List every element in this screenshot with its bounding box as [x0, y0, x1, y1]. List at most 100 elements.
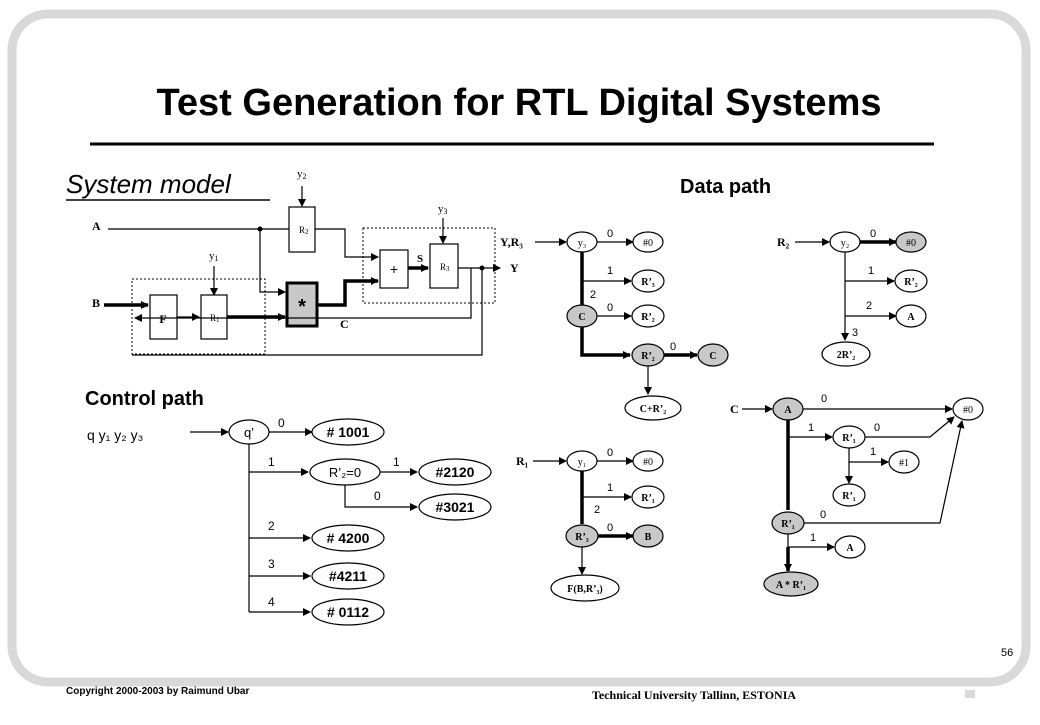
graph-c-edge-0b: 0 — [874, 422, 880, 434]
register-r1 — [200, 294, 228, 340]
graph-r2-edge-2: 2 — [866, 300, 872, 312]
graph-y3-edge-0: 0 — [607, 228, 613, 240]
graph-c-term-0-label: #0 — [963, 405, 973, 416]
university-text: Technical University Tallinn, ESTONIA — [592, 688, 796, 702]
edge-q-0: 0 — [278, 416, 285, 430]
graph-y3-cplus — [624, 395, 682, 421]
terminal-4200 — [311, 524, 385, 552]
graph-c-term-0 — [952, 397, 984, 421]
graph-r2-term-0 — [895, 231, 927, 253]
register-r2 — [288, 206, 316, 253]
data-path-heading: Data path — [680, 176, 771, 198]
terminal-3021 — [418, 493, 492, 521]
graph-r1-term-0 — [632, 450, 664, 472]
node-r2-zero-label: R’₂=0 — [329, 465, 361, 480]
graph-r2-a-label: A — [907, 312, 915, 323]
graph-c-edge-1: 1 — [808, 422, 814, 434]
graph-r1-edge-2: 2 — [594, 504, 600, 516]
graph-y3-edge-0c: 0 — [670, 341, 676, 353]
graph-c-ar1 — [763, 571, 819, 597]
graph-r2-edge-0: 0 — [870, 228, 876, 240]
input-b-label: B — [92, 296, 100, 310]
graph-y3-edge-0b: 0 — [607, 302, 613, 314]
page-number: 56 — [1001, 647, 1013, 659]
graph-r2-a — [895, 304, 927, 328]
graph-y3-r2a — [631, 304, 665, 328]
edge-r2-0: 0 — [374, 489, 381, 503]
graph-c-a2 — [834, 535, 866, 559]
graph-r1-root-label: R₁ — [516, 454, 529, 468]
edge-q-4: 4 — [268, 595, 275, 609]
graph-y3-term-0-label: #0 — [643, 238, 653, 249]
register-r2-label: R2 — [299, 225, 309, 236]
graph-r1-b — [632, 524, 664, 548]
c-signal-label: C — [340, 317, 349, 331]
graph-r2-term-0-label: #0 — [906, 238, 916, 249]
register-r3-label: R3 — [440, 262, 450, 273]
control-path-heading: Control path — [85, 388, 204, 410]
control-vars-label: q y₁ y₂ y₃ — [87, 427, 143, 443]
ddd-graph-c: C A 0 #0 1 R’₁ 0 1 #1 R’₁ R’₁ 0 1 A A * … — [730, 393, 984, 597]
graph-r1-r1-label: R’₁ — [641, 493, 655, 504]
graph-y3-r2b-label: R’₂ — [641, 351, 655, 362]
graph-y3-edge-1: 1 — [607, 265, 613, 277]
y2-control-label: y2 — [297, 168, 307, 181]
graph-c-edge-1c: 1 — [810, 532, 816, 544]
graph-r1-fbr-label: F(B,R’₃) — [567, 584, 603, 595]
terminal-4211-label: #4211 — [329, 568, 367, 584]
terminal-3021-label: #3021 — [436, 499, 475, 515]
output-y-label: Y — [510, 261, 519, 275]
graph-r1-r1 — [631, 485, 665, 509]
graph-c-root-label: C — [730, 402, 739, 416]
graph-c-term-1-label: #1 — [899, 458, 909, 469]
terminal-4200-label: # 4200 — [327, 530, 370, 546]
function-f-block — [149, 294, 178, 340]
graph-c-ar1-label: A * R’₁ — [776, 580, 806, 591]
graph-r2-root-label: R₂ — [777, 235, 790, 249]
graph-c-r1b-label: R’₁ — [842, 491, 856, 502]
frame-tab — [965, 690, 975, 698]
graph-r2-r2 — [894, 269, 928, 293]
graph-r1-b-label: B — [645, 532, 652, 543]
graph-c-edge-0: 0 — [821, 393, 827, 405]
graph-r1-term-0-label: #0 — [643, 457, 653, 468]
graph-c-node-a-label: A — [784, 405, 792, 416]
ddd-graph-y3: Y,R₃ y₃ 0 #0 1 2 R’₃ C 0 R’₂ R’₂ 0 C C+R… — [500, 228, 729, 421]
adder-symbol: + — [390, 261, 398, 277]
register-r3 — [429, 243, 459, 289]
graph-r2-2r2 — [821, 341, 871, 367]
copyright-text: Copyright 2000-2003 by Raimund Ubar — [66, 686, 249, 697]
graph-r1-edge-1: 1 — [607, 482, 613, 494]
page-title: Test Generation for RTL Digital Systems — [157, 82, 882, 124]
graph-y3-r3 — [631, 269, 665, 293]
graph-r2-edge-3: 3 — [852, 327, 858, 339]
y1-control-label: y1 — [209, 250, 219, 263]
ddd-graph-r1: R₁ y₁ 0 #0 1 2 R’₁ R’₃ 0 B F(B,R’₃) — [516, 447, 665, 602]
edge-r2-1: 1 — [393, 455, 400, 469]
graph-c-a2-label: A — [846, 543, 854, 554]
graph-c-r1b — [832, 483, 866, 507]
graph-y3-edge-2: 2 — [590, 289, 596, 301]
input-a-label: A — [92, 219, 101, 233]
graph-y3-node-y3-label: y₃ — [578, 238, 587, 249]
graph-y3-r3-label: R’₃ — [641, 277, 655, 288]
graph-c-r1a-label: R’₁ — [842, 433, 856, 444]
system-model-heading: System model — [66, 169, 232, 199]
control-path-graph: q y₁ y₂ y₃ q’ 0 # 1001 1 2 3 4 R’₂=0 1 #… — [87, 416, 492, 626]
s-signal-label: S — [417, 253, 423, 265]
graph-r2-node-y2-label: y₂ — [841, 238, 850, 249]
graph-c-r1c-label: R’₁ — [781, 519, 795, 530]
terminal-4211 — [311, 562, 385, 590]
graph-r1-edge-0: 0 — [607, 447, 613, 459]
graph-y3-term-c — [697, 343, 729, 367]
graph-r2-edge-1: 1 — [868, 265, 874, 277]
edge-q-2: 2 — [268, 519, 275, 533]
graph-r2-r2-label: R’₂ — [904, 277, 918, 288]
multiplier-symbol: * — [298, 296, 306, 318]
terminal-1001 — [311, 418, 385, 446]
graph-y3-root-label: Y,R₃ — [500, 235, 523, 249]
terminal-1001-label: # 1001 — [327, 424, 370, 440]
terminal-2120-label: #2120 — [436, 464, 475, 480]
